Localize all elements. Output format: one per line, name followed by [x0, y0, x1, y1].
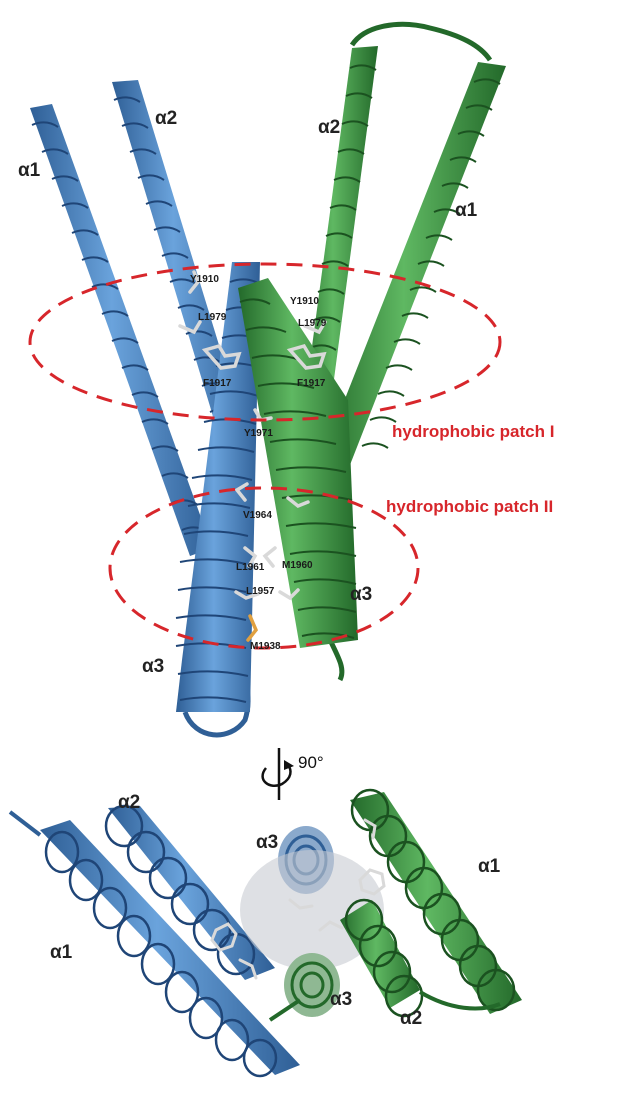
residue-green-y1910: Y1910 — [290, 296, 319, 307]
residue-m1960: M1960 — [282, 560, 313, 571]
residue-v1964: V1964 — [243, 510, 272, 521]
top-side-chains — [210, 818, 386, 980]
side-blue-a2-label: α2 — [155, 108, 177, 129]
patch-1-ellipse — [28, 262, 502, 422]
top-view: α2 α1 α3 α1 α3 α2 — [8, 788, 522, 1078]
top-blue-a2-label: α2 — [118, 792, 140, 813]
residue-l1961: L1961 — [236, 562, 265, 573]
blue-helix-a2 — [112, 80, 248, 446]
side-green-a3-label: α3 — [350, 584, 372, 605]
residue-green-f1917: F1917 — [297, 378, 326, 389]
patch-2-label: hydrophobic patch II — [386, 497, 553, 516]
top-green-helix-a1 — [350, 788, 522, 1014]
side-chains — [178, 270, 327, 642]
top-blue-a1-label: α1 — [50, 942, 73, 963]
side-view: α1 α2 α3 α2 α1 α3 Y1910 Y1910 L1979 L197… — [18, 21, 554, 738]
residue-blue-f1917: F1917 — [203, 378, 232, 389]
residue-blue-l1979: L1979 — [198, 312, 227, 323]
residue-l1957: L1957 — [246, 586, 275, 597]
residue-blue-y1910: Y1910 — [190, 274, 219, 285]
top-green-helix-a3 — [268, 953, 340, 1022]
rotation-angle-label: 90° — [298, 753, 324, 772]
patch-2-ellipse — [108, 486, 420, 650]
side-blue-a3-label: α3 — [142, 656, 164, 677]
residue-green-l1979: L1979 — [298, 318, 327, 329]
patch-1-label: hydrophobic patch I — [392, 422, 554, 441]
top-green-a3-label: α3 — [330, 989, 352, 1010]
top-blue-helix-a1 — [8, 810, 300, 1078]
top-green-a2-label: α2 — [400, 1008, 422, 1029]
green-bottom-tail — [327, 638, 345, 682]
top-green-a1-label: α1 — [478, 856, 501, 877]
residue-m1938: M1938 — [250, 641, 281, 652]
side-blue-a1-label: α1 — [18, 160, 41, 181]
rotate-arrow-icon — [261, 748, 294, 800]
top-core-region — [240, 850, 384, 970]
rotation-indicator: 90° — [261, 748, 324, 800]
blue-a1-turns — [31, 121, 209, 533]
blue-helix-a1 — [30, 104, 212, 556]
residue-y1971: Y1971 — [244, 428, 273, 439]
side-green-a2-label: α2 — [318, 117, 340, 138]
top-green-helix-a2 — [340, 898, 424, 1018]
top-blue-a3-label: α3 — [256, 832, 278, 853]
green-top-loop — [349, 21, 493, 62]
side-green-a1-label: α1 — [455, 200, 478, 221]
green-helix-a1 — [320, 62, 506, 470]
